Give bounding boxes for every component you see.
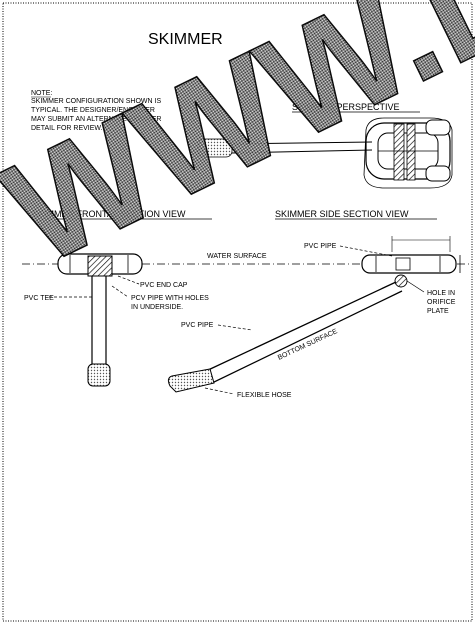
pvc-end-cap-label: PVC END CAP: [140, 282, 188, 289]
side-section-view: SKIMMER SIDE SECTION VIEW PVC PIPE HOLE …: [167, 209, 461, 399]
note-line-3: MAY SUBMIT AN ALTERNATE SKIMMER: [31, 116, 161, 123]
note-line-2: TYPICAL. THE DESIGNER/ENGINEER: [31, 107, 155, 114]
frontal-section-view: SKIMMER FRONTAL SECTION VIEW WATER SURFA…: [22, 209, 470, 387]
hole-label-line-3: PLATE: [427, 308, 449, 315]
pvc-tee-label: PVC TEE: [24, 295, 54, 302]
diagonal-pipe-lower: [211, 290, 403, 384]
flexible-hose: [167, 368, 215, 393]
perspective-hose: [197, 138, 233, 158]
hole-label-line-2: ORIFICE: [427, 299, 456, 306]
frontal-pvc-tee: [87, 255, 113, 277]
orifice-plate: [394, 274, 408, 288]
note-heading: NOTE:: [31, 90, 52, 97]
frontal-base-cap: [87, 363, 111, 387]
water-surface-label: WATER SURFACE: [207, 253, 267, 260]
side-horizontal-pipe: [361, 254, 457, 274]
page-title: SKIMMER: [148, 31, 223, 48]
pvc-pipe-top-label: PVC PIPE: [304, 243, 337, 250]
flexible-hose-label: FLEXIBLE HOSE: [237, 392, 292, 399]
side-title: SKIMMER SIDE SECTION VIEW: [275, 209, 409, 219]
note-line-4: DETAIL FOR REVIEW.: [31, 125, 103, 132]
diagonal-pipe-upper: [205, 281, 397, 372]
perspective-title: SKIMMER PERSPECTIVE: [292, 102, 400, 112]
pipe-holes-label-line-1: PCV PIPE WITH HOLES: [131, 295, 209, 302]
note-block: NOTE: SKIMMER CONFIGURATION SHOWN IS TYP…: [31, 90, 161, 132]
hole-label-line-1: HOLE IN: [427, 290, 455, 297]
skimmer-perspective: SKIMMER PERSPECTIVE: [197, 102, 453, 189]
frontal-title: SKIMMER FRONTAL SECTION VIEW: [32, 209, 186, 219]
pipe-holes-label-line-2: IN UNDERSIDE.: [131, 304, 183, 311]
note-line-1: SKIMMER CONFIGURATION SHOWN IS: [31, 98, 161, 105]
pvc-pipe-left-label: PVC PIPE: [181, 322, 214, 329]
